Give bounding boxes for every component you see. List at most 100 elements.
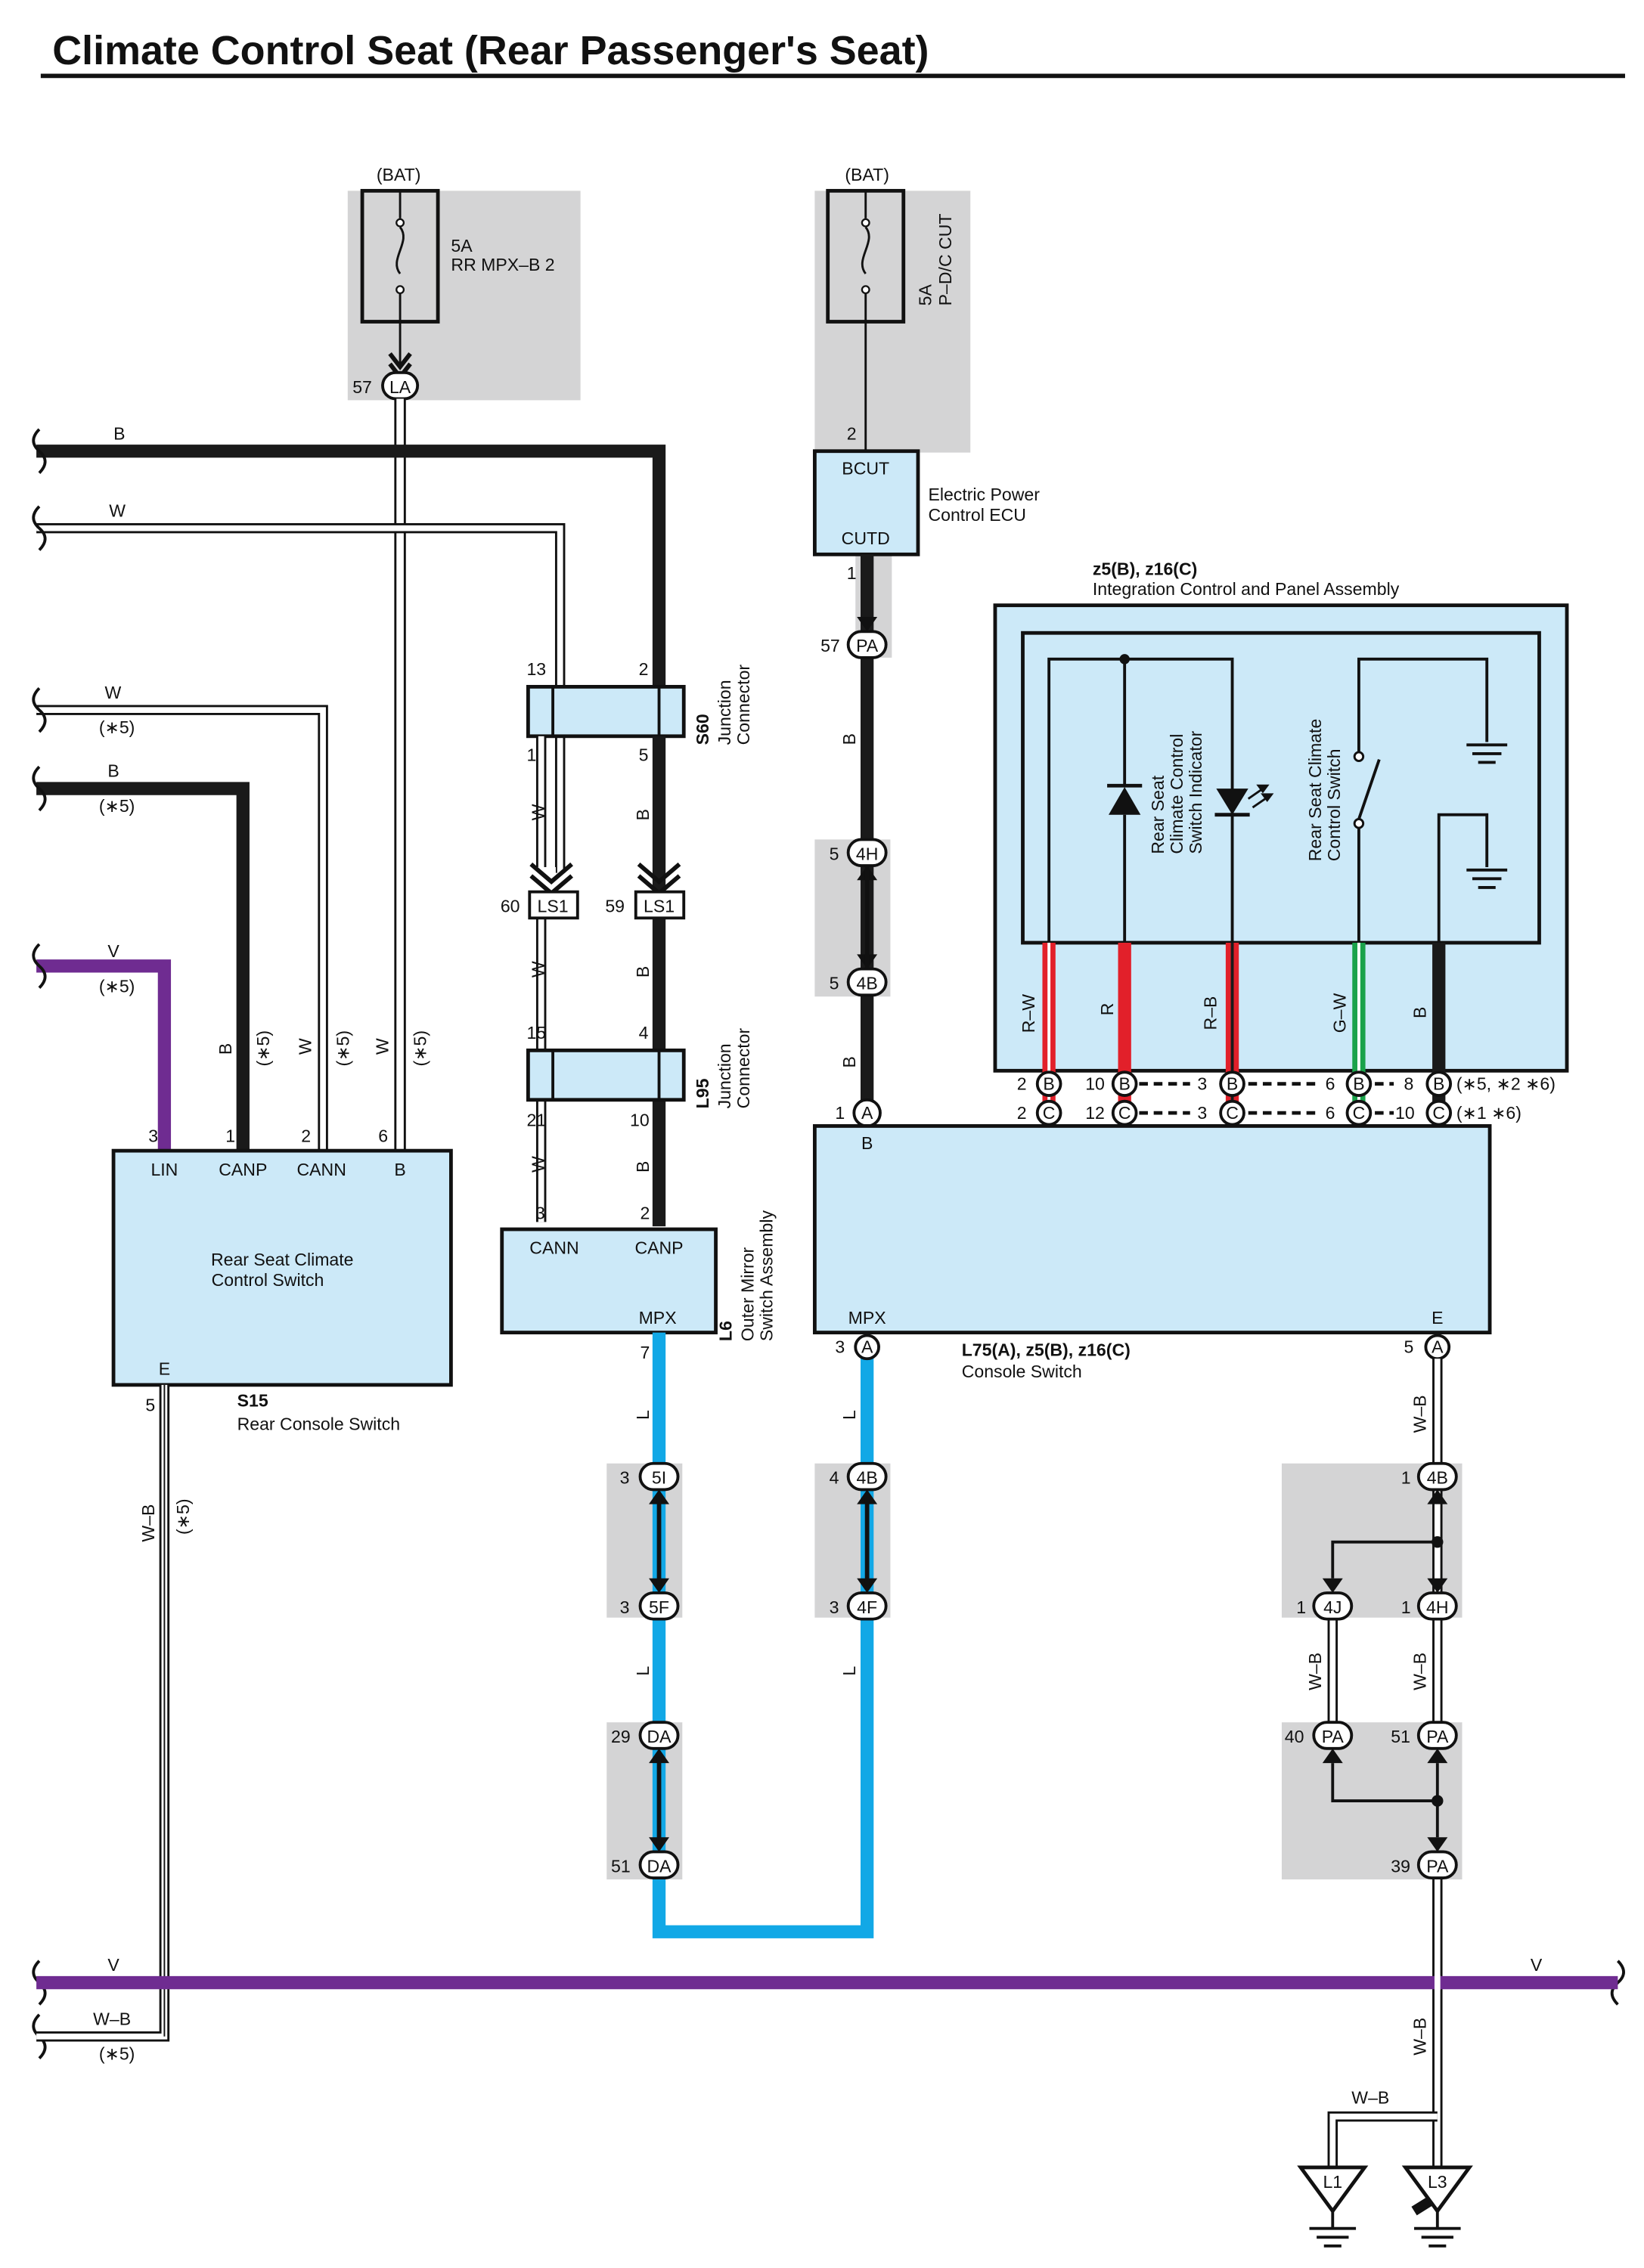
- svg-text:5: 5: [145, 1396, 155, 1415]
- svg-text:Console Switch: Console Switch: [962, 1362, 1082, 1381]
- svg-text:CANP: CANP: [219, 1160, 267, 1179]
- wire-l-loop: [652, 1332, 874, 1938]
- integration-pin-rows: B B B B B C C C C C 2 10 3 6 8 2 12 3 6 …: [1017, 1070, 1556, 1126]
- svg-text:W–B: W–B: [1305, 1653, 1325, 1690]
- svg-text:z5(B), z16(C): z5(B), z16(C): [1093, 559, 1197, 578]
- svg-text:W: W: [373, 1038, 392, 1055]
- svg-text:S60: S60: [693, 714, 712, 745]
- svg-text:B: B: [394, 1160, 405, 1179]
- svg-text:7: 7: [641, 1343, 650, 1362]
- svg-text:W–B: W–B: [93, 2009, 131, 2028]
- s15-wire-labels: B (∗5) W (∗5) W (∗5): [216, 1030, 430, 1067]
- svg-text:21: 21: [526, 1110, 546, 1129]
- svg-text:6: 6: [378, 1126, 388, 1146]
- mid-splice-chain: 4B 4F 4 3 L L: [830, 1410, 888, 1676]
- svg-text:(∗5): (∗5): [411, 1030, 430, 1067]
- wire-bus-w: W: [36, 500, 566, 873]
- svg-text:L1: L1: [1323, 2172, 1342, 2192]
- svg-text:Electric Power: Electric Power: [928, 485, 1040, 504]
- svg-text:1: 1: [1401, 1597, 1411, 1617]
- left-splice-chain: 5I 5F DA DA 3 3 29 51: [611, 1461, 680, 1879]
- svg-text:B: B: [861, 1133, 873, 1153]
- svg-text:51: 51: [1391, 1727, 1410, 1746]
- svg-text:E: E: [159, 1359, 170, 1378]
- svg-text:(∗5): (∗5): [99, 796, 135, 816]
- svg-text:CANN: CANN: [296, 1160, 346, 1179]
- svg-text:L75(A), z5(B), z16(C): L75(A), z5(B), z16(C): [962, 1340, 1131, 1359]
- svg-text:(∗5): (∗5): [99, 976, 135, 996]
- svg-text:L3: L3: [1428, 2172, 1447, 2192]
- svg-text:4: 4: [639, 1023, 649, 1043]
- svg-text:PA: PA: [1426, 1727, 1449, 1746]
- svg-text:B: B: [1353, 1074, 1364, 1093]
- svg-text:MPX: MPX: [639, 1308, 677, 1328]
- svg-text:V: V: [107, 941, 119, 961]
- svg-text:B: B: [1043, 1074, 1054, 1093]
- svg-text:1: 1: [225, 1126, 235, 1146]
- svg-text:5A: 5A: [451, 236, 473, 256]
- svg-text:10: 10: [630, 1110, 650, 1129]
- svg-text:B: B: [633, 809, 653, 820]
- svg-text:8: 8: [1404, 1074, 1414, 1093]
- svg-text:L: L: [839, 1410, 859, 1420]
- wire-w5-to-cann: W (∗5): [36, 683, 328, 1151]
- svg-text:Rear Console Switch: Rear Console Switch: [237, 1414, 401, 1434]
- svg-text:5I: 5I: [652, 1468, 666, 1488]
- svg-text:Junction: Junction: [715, 1043, 734, 1108]
- svg-text:(BAT): (BAT): [377, 165, 421, 184]
- svg-text:15: 15: [526, 1023, 546, 1043]
- svg-text:G–W: G–W: [1330, 993, 1350, 1033]
- svg-text:CANN: CANN: [529, 1238, 579, 1258]
- l6-outer-mirror-switch: 3 2 CANN CANP MPX 7 L6 Outer Mirror Swit…: [500, 1204, 777, 1362]
- svg-text:6: 6: [1326, 1103, 1335, 1123]
- page-title: Climate Control Seat (Rear Passenger's S…: [52, 28, 929, 73]
- svg-text:(∗5): (∗5): [99, 2044, 135, 2064]
- svg-text:1: 1: [1296, 1597, 1306, 1617]
- wire-v5-to-lin: V (∗5): [36, 941, 172, 1151]
- svg-text:57: 57: [352, 377, 372, 397]
- svg-text:4B: 4B: [857, 1468, 878, 1488]
- svg-text:39: 39: [1391, 1856, 1410, 1876]
- console-switch: B MPX E L75(A), z5(B), z16(C) Console Sw…: [812, 1124, 1492, 1381]
- svg-text:P–D/C CUT: P–D/C CUT: [935, 214, 955, 306]
- svg-text:PA: PA: [1426, 1856, 1449, 1876]
- s15-rear-console-switch: 3 1 2 6 LIN CANP CANN B Rear Seat Climat…: [111, 1126, 453, 1434]
- svg-text:4: 4: [830, 1468, 839, 1488]
- svg-text:BCUT: BCUT: [842, 459, 889, 479]
- svg-text:3: 3: [835, 1337, 845, 1357]
- svg-text:12: 12: [1085, 1103, 1105, 1123]
- svg-text:Switch Assembly: Switch Assembly: [757, 1210, 777, 1342]
- svg-text:B: B: [633, 1161, 653, 1173]
- svg-text:6: 6: [1326, 1074, 1335, 1093]
- svg-text:Rear Seat Climate: Rear Seat Climate: [1305, 719, 1325, 862]
- svg-text:40: 40: [1285, 1727, 1304, 1746]
- svg-text:C: C: [1353, 1103, 1366, 1123]
- svg-text:5A: 5A: [915, 284, 935, 306]
- wire-bus-b: B: [36, 423, 666, 690]
- connector-ls1: LS1 60 LS1 59: [501, 862, 686, 920]
- svg-text:Climate Control: Climate Control: [1167, 734, 1186, 854]
- svg-text:C: C: [1118, 1103, 1131, 1123]
- svg-text:W–B: W–B: [1410, 1653, 1429, 1690]
- s60-junction-connector: 13 2 16 5 S60 Junction Connector: [526, 659, 753, 765]
- svg-text:4H: 4H: [1426, 1597, 1449, 1617]
- svg-text:Connector: Connector: [734, 665, 753, 745]
- svg-text:(∗5, ∗2 ∗6): (∗5, ∗2 ∗6): [1456, 1074, 1556, 1093]
- svg-text:B: B: [839, 1056, 859, 1067]
- svg-text:Rear Seat Climate: Rear Seat Climate: [211, 1250, 354, 1269]
- svg-text:L6: L6: [716, 1321, 736, 1341]
- svg-text:2: 2: [639, 659, 649, 679]
- svg-text:LS1: LS1: [538, 897, 569, 916]
- svg-text:(∗5): (∗5): [253, 1030, 273, 1067]
- svg-text:W–B: W–B: [1351, 2087, 1389, 2107]
- svg-text:B: B: [107, 761, 119, 781]
- svg-text:(∗5): (∗5): [173, 1498, 193, 1535]
- svg-text:Junction: Junction: [715, 680, 734, 745]
- svg-text:Control Switch: Control Switch: [212, 1270, 324, 1290]
- ground-splice-connectors: 4B 4J 4H PA PA PA 1 1 1 40 51 39 W–B W–B…: [1285, 1395, 1458, 2107]
- svg-text:W: W: [105, 683, 122, 702]
- svg-text:B: B: [1433, 1074, 1444, 1093]
- svg-text:2: 2: [1017, 1103, 1027, 1123]
- svg-text:(∗1 ∗6): (∗1 ∗6): [1456, 1103, 1521, 1123]
